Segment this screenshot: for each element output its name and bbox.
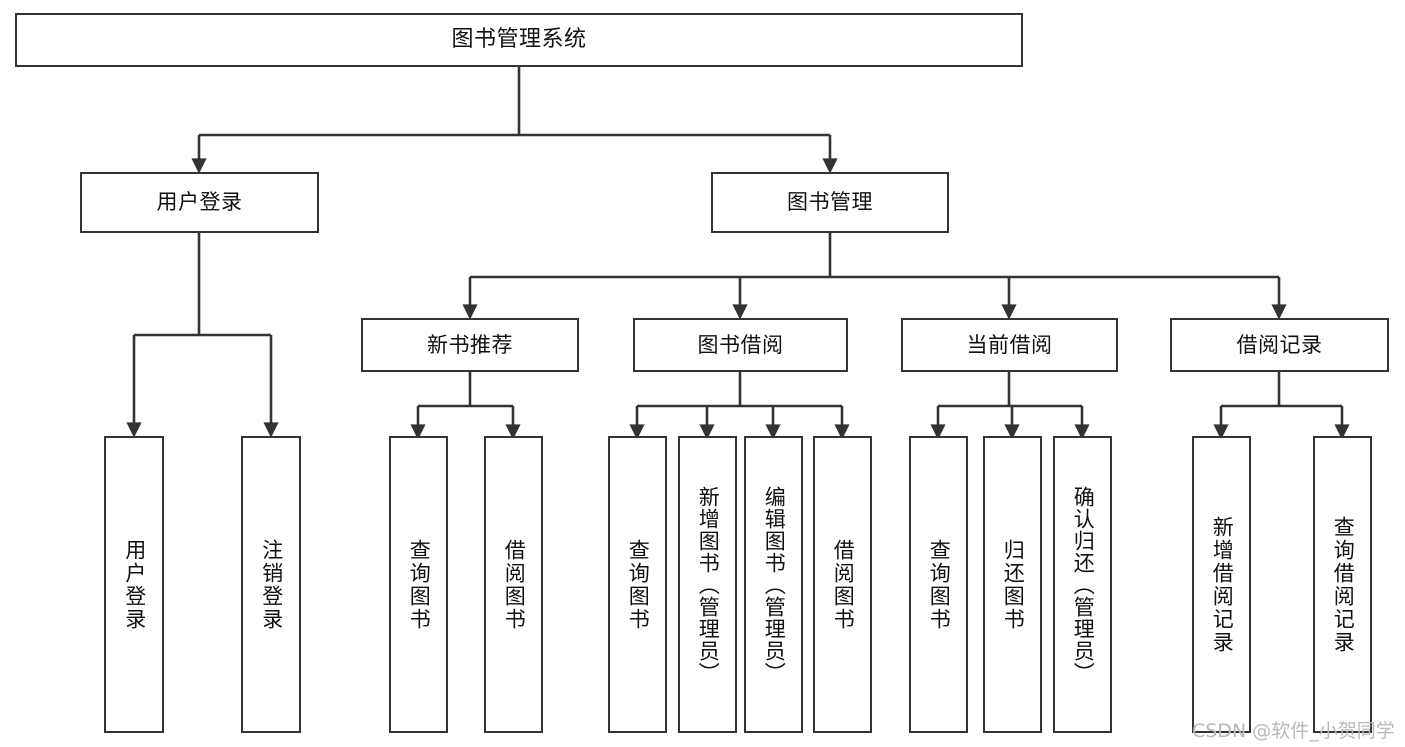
node-label: 注销登录 xyxy=(259,538,284,631)
node-label: 查询图书 xyxy=(407,538,432,631)
csdn-watermark: CSDN @软件_小贺同学 xyxy=(1192,720,1395,742)
node-leaf-query-book-borrow[interactable]: 查询图书 xyxy=(608,436,667,733)
node-leaf-return-book[interactable]: 归还图书 xyxy=(983,436,1042,733)
node-label: 图书管理 xyxy=(787,190,873,215)
node-label: 图书管理系统 xyxy=(451,27,587,53)
node-borrow-record[interactable]: 借阅记录 xyxy=(1170,318,1389,372)
node-current-borrow[interactable]: 当前借阅 xyxy=(901,318,1118,372)
node-leaf-confirm-return-admin[interactable]: 确认归还（管理员） xyxy=(1053,436,1112,733)
node-leaf-edit-book-admin[interactable]: 编辑图书（管理员） xyxy=(744,436,803,733)
node-book-manage[interactable]: 图书管理 xyxy=(711,172,949,233)
node-label: 用户登录 xyxy=(156,190,243,215)
node-leaf-logout[interactable]: 注销登录 xyxy=(241,436,301,733)
node-label: 查询借阅记录 xyxy=(1331,515,1356,654)
node-label: 编辑图书（管理员） xyxy=(762,485,787,684)
node-leaf-borrow-book-rec[interactable]: 借阅图书 xyxy=(484,436,543,733)
node-label: 新增图书（管理员） xyxy=(696,485,721,684)
node-book-borrow[interactable]: 图书借阅 xyxy=(633,318,848,372)
node-label: 归还图书 xyxy=(1001,538,1026,631)
node-label: 新增借阅记录 xyxy=(1210,515,1235,654)
node-leaf-query-book-cur[interactable]: 查询图书 xyxy=(909,436,968,733)
node-label: 图书借阅 xyxy=(697,332,784,357)
node-new-book-rec[interactable]: 新书推荐 xyxy=(361,318,579,372)
node-label: 借阅记录 xyxy=(1236,332,1323,357)
node-leaf-user-login[interactable]: 用户登录 xyxy=(104,436,164,733)
node-label: 查询图书 xyxy=(927,538,952,631)
node-leaf-query-book-rec[interactable]: 查询图书 xyxy=(389,436,448,733)
node-leaf-borrow-book[interactable]: 借阅图书 xyxy=(813,436,872,733)
node-label: 查询图书 xyxy=(626,538,651,631)
node-label: 确认归还（管理员） xyxy=(1071,485,1096,684)
node-label: 借阅图书 xyxy=(502,538,527,631)
node-leaf-add-borrow-record[interactable]: 新增借阅记录 xyxy=(1192,436,1251,733)
node-label: 用户登录 xyxy=(122,538,147,631)
node-label: 借阅图书 xyxy=(831,538,856,631)
node-leaf-add-book-admin[interactable]: 新增图书（管理员） xyxy=(678,436,737,733)
node-label: 当前借阅 xyxy=(966,332,1053,357)
node-leaf-query-borrow-record[interactable]: 查询借阅记录 xyxy=(1313,436,1372,733)
node-root[interactable]: 图书管理系统 xyxy=(15,13,1023,67)
node-user-login[interactable]: 用户登录 xyxy=(80,172,319,233)
node-label: 新书推荐 xyxy=(427,332,513,357)
